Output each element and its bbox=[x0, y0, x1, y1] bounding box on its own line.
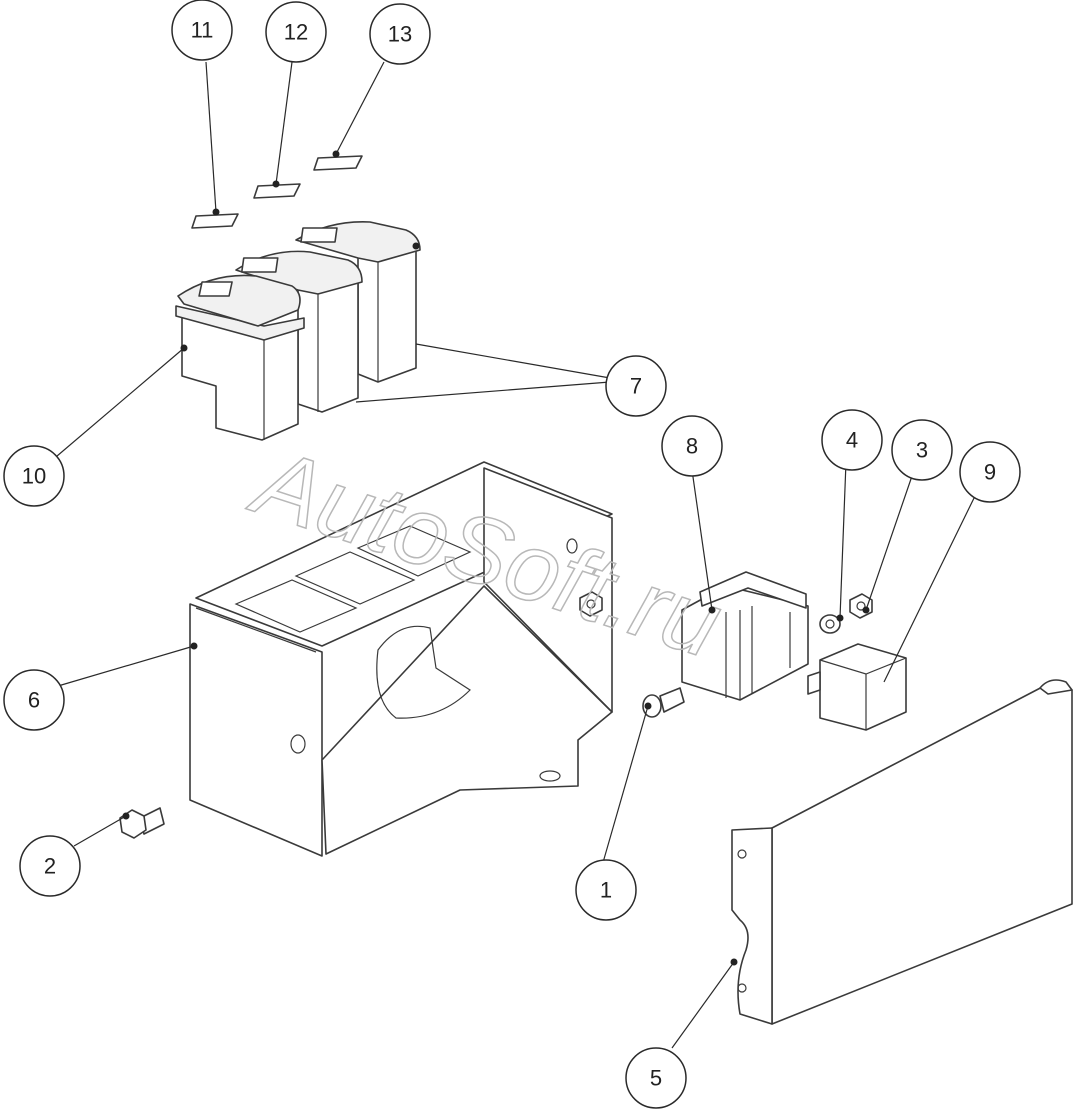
callout-10-label: 10 bbox=[22, 464, 46, 489]
leader-lines bbox=[49, 61, 977, 1049]
housing-bracket bbox=[189, 461, 613, 857]
nut-3 bbox=[849, 593, 873, 619]
callout-2: 2 bbox=[19, 835, 81, 897]
callout-12-label: 12 bbox=[284, 20, 308, 45]
bolt-2 bbox=[119, 807, 165, 839]
washer-4 bbox=[819, 614, 841, 634]
label-plate-11 bbox=[191, 213, 239, 229]
callout-1: 1 bbox=[575, 859, 637, 921]
callout-12: 12 bbox=[265, 1, 327, 63]
callout-11: 11 bbox=[171, 0, 233, 61]
callout-9-label: 9 bbox=[984, 460, 996, 485]
callout-13: 13 bbox=[369, 3, 431, 65]
callout-3-label: 3 bbox=[916, 438, 928, 463]
callout-9: 9 bbox=[959, 441, 1021, 503]
callout-2-label: 2 bbox=[44, 854, 56, 879]
screw-1 bbox=[642, 687, 685, 718]
callout-8-label: 8 bbox=[686, 434, 698, 459]
callout-7-label: 7 bbox=[630, 374, 642, 399]
relay-socket bbox=[681, 571, 809, 701]
callout-8: 8 bbox=[661, 415, 723, 477]
callout-5-label: 5 bbox=[650, 1066, 662, 1091]
label-plate-13 bbox=[313, 155, 363, 171]
callout-5: 5 bbox=[625, 1047, 687, 1109]
callout-10: 10 bbox=[3, 445, 65, 507]
callout-4-label: 4 bbox=[846, 428, 858, 453]
relay-9 bbox=[807, 643, 907, 731]
leader-dots bbox=[122, 150, 870, 966]
callout-6-label: 6 bbox=[28, 688, 40, 713]
cover-5 bbox=[731, 679, 1073, 1025]
switch-middle bbox=[235, 250, 363, 413]
callout-3: 3 bbox=[891, 419, 953, 481]
housing-nut bbox=[579, 591, 603, 617]
label-plate-12 bbox=[253, 183, 301, 199]
callout-6: 6 bbox=[3, 669, 65, 731]
callout-11-label: 11 bbox=[191, 18, 214, 43]
callout-7: 7 bbox=[605, 355, 667, 417]
switch-left bbox=[175, 274, 305, 441]
callout-13-label: 13 bbox=[388, 22, 412, 47]
callout-4: 4 bbox=[821, 409, 883, 471]
callout-1-label: 1 bbox=[600, 878, 612, 903]
